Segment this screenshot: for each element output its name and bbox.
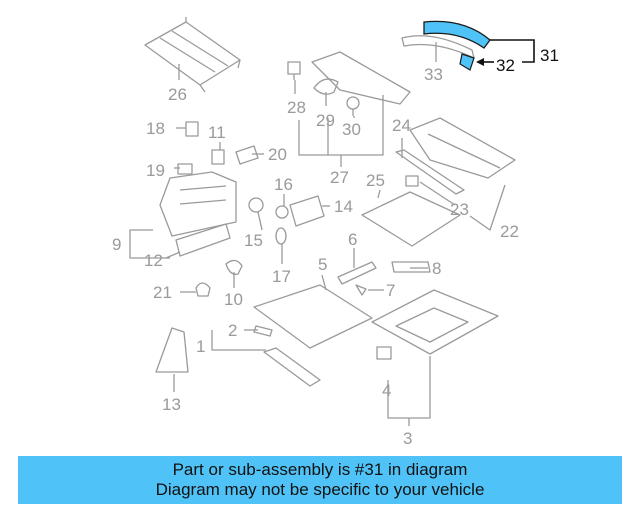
callout-2: 2 [228,321,237,340]
callout-24: 24 [392,116,411,135]
callout-22: 22 [500,222,519,241]
part-30-fastener [346,96,360,116]
callout-1: 1 [196,337,205,356]
part-14-plate [289,195,325,227]
callout-31: 31 [540,46,559,65]
callout-16: 16 [274,175,293,194]
callout-5: 5 [318,255,327,274]
callout-14: 14 [334,197,353,216]
callout-11: 11 [208,123,226,142]
callout-9: 9 [112,235,121,254]
part-1-sill-plate [263,347,321,387]
part-13-side-panel [155,327,189,373]
callout-32: 32 [496,56,515,75]
callout-4: 4 [382,381,391,400]
part-23-sill-strip [395,149,465,195]
part-12-trim-strip [175,223,231,257]
part-16-plug [275,205,289,219]
part-15-grommet [248,197,264,213]
callout-29: 29 [316,111,335,130]
part-28-clip [287,61,301,80]
callout-20: 20 [268,145,287,164]
part-31-highlighted-trim [423,20,535,71]
caption-banner: Part or sub-assembly is #31 in diagram D… [18,456,622,504]
callout-12: 12 [144,251,163,270]
part-19-clip [177,163,193,175]
part-11-latch [211,149,225,165]
callout-25: 25 [366,171,385,190]
part-22-rear-panel [409,117,516,179]
callout-33: 33 [424,65,443,84]
part-8-bracket [391,261,431,273]
part-4-clip [376,346,392,360]
callout-23: 23 [450,200,469,219]
callout-10: 10 [224,290,243,309]
caption-line-2: Diagram may not be specific to your vehi… [155,480,485,499]
leader-lines [129,42,506,426]
part-21-cap [195,282,211,297]
part-2-clip [253,325,273,337]
callout-15: 15 [244,231,263,250]
part-25-floor-mat [361,191,461,247]
part-7-clip [355,284,367,296]
part-5-floor-board [253,284,373,349]
part-17-plug [275,227,287,245]
part-3-floor-tray [371,289,499,355]
callout-30: 30 [342,120,361,139]
part-20-cover [235,145,259,165]
part-6-bracket [337,261,377,285]
part-9-side-trim [159,171,237,237]
callout-19: 19 [146,161,165,180]
part-29-cap [313,78,339,95]
callout-26: 26 [168,85,187,104]
callout-13: 13 [162,395,181,414]
caption-line-1: Part or sub-assembly is #31 in diagram [172,460,468,479]
part-26-cargo-cover [144,17,241,93]
callout-18: 18 [146,119,165,138]
part-27-package-tray [311,51,411,105]
callout-28: 28 [287,98,306,117]
callout-27: 27 [330,168,349,187]
callout-21: 21 [153,283,172,302]
callout-17: 17 [272,267,291,286]
callout-6: 6 [348,230,357,249]
callout-7: 7 [386,281,395,300]
exploded-parts-diagram: 26 28 29 30 27 33 31 32 24 25 23 22 18 1… [112,17,559,448]
callout-3: 3 [403,429,412,448]
part-23-clip [405,175,419,187]
callout-8: 8 [432,259,441,278]
part-18-bracket [185,121,199,137]
part-10-hook [225,259,243,275]
